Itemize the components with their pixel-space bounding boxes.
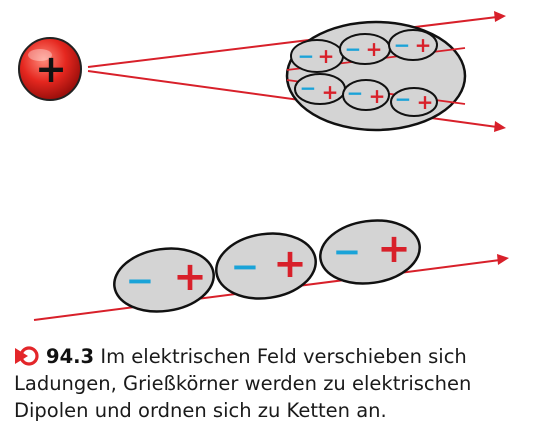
chain-dipole-2: − + xyxy=(215,232,317,300)
figure-caption: 94.3 Im elektrischen Feld verschieben si… xyxy=(14,343,529,424)
svg-text:−: − xyxy=(298,44,315,68)
svg-text:+: + xyxy=(366,37,383,61)
small-dipole-5: − + xyxy=(342,79,390,111)
svg-text:−: − xyxy=(333,232,362,272)
field-line-upper xyxy=(87,16,498,68)
small-dipole-3: − + xyxy=(388,29,438,61)
small-dipole-6: − + xyxy=(390,87,438,117)
chain-dipole-1: − + xyxy=(113,247,215,313)
positive-charge: + xyxy=(18,37,82,101)
svg-text:−: − xyxy=(347,81,364,105)
svg-text:+: + xyxy=(377,226,411,272)
svg-text:−: − xyxy=(345,37,362,61)
svg-text:−: − xyxy=(395,87,412,111)
svg-text:−: − xyxy=(394,33,411,57)
svg-text:+: + xyxy=(369,84,386,108)
dipole-chain: − + − + − + xyxy=(33,219,509,321)
arrowhead-lower xyxy=(494,121,506,132)
svg-text:−: − xyxy=(231,247,260,287)
figure-arrow-icon xyxy=(15,346,39,366)
svg-text:+: + xyxy=(318,44,335,68)
arrowhead-bottom xyxy=(497,254,509,265)
svg-text:+: + xyxy=(415,33,432,57)
small-dipole-4: − + xyxy=(294,73,346,105)
arrowhead-upper xyxy=(494,11,506,22)
svg-text:−: − xyxy=(126,261,155,301)
dipole-diagram: + − + − + − + − + − + xyxy=(18,11,509,321)
caption-text: Im elektrischen Feld verschieben sich La… xyxy=(14,345,472,422)
grain-cluster: − + − + − + − + − + − + xyxy=(285,20,467,132)
charge-plus-sign: + xyxy=(35,47,67,91)
figure-number: 94.3 xyxy=(46,345,95,368)
svg-text:+: + xyxy=(322,80,339,104)
svg-text:+: + xyxy=(273,241,307,287)
svg-text:−: − xyxy=(300,76,317,100)
small-dipole-2: − + xyxy=(339,33,391,65)
chain-dipole-3: − + xyxy=(319,219,421,285)
svg-text:+: + xyxy=(417,90,434,114)
small-dipole-1: − + xyxy=(290,39,344,73)
svg-text:+: + xyxy=(173,254,207,300)
